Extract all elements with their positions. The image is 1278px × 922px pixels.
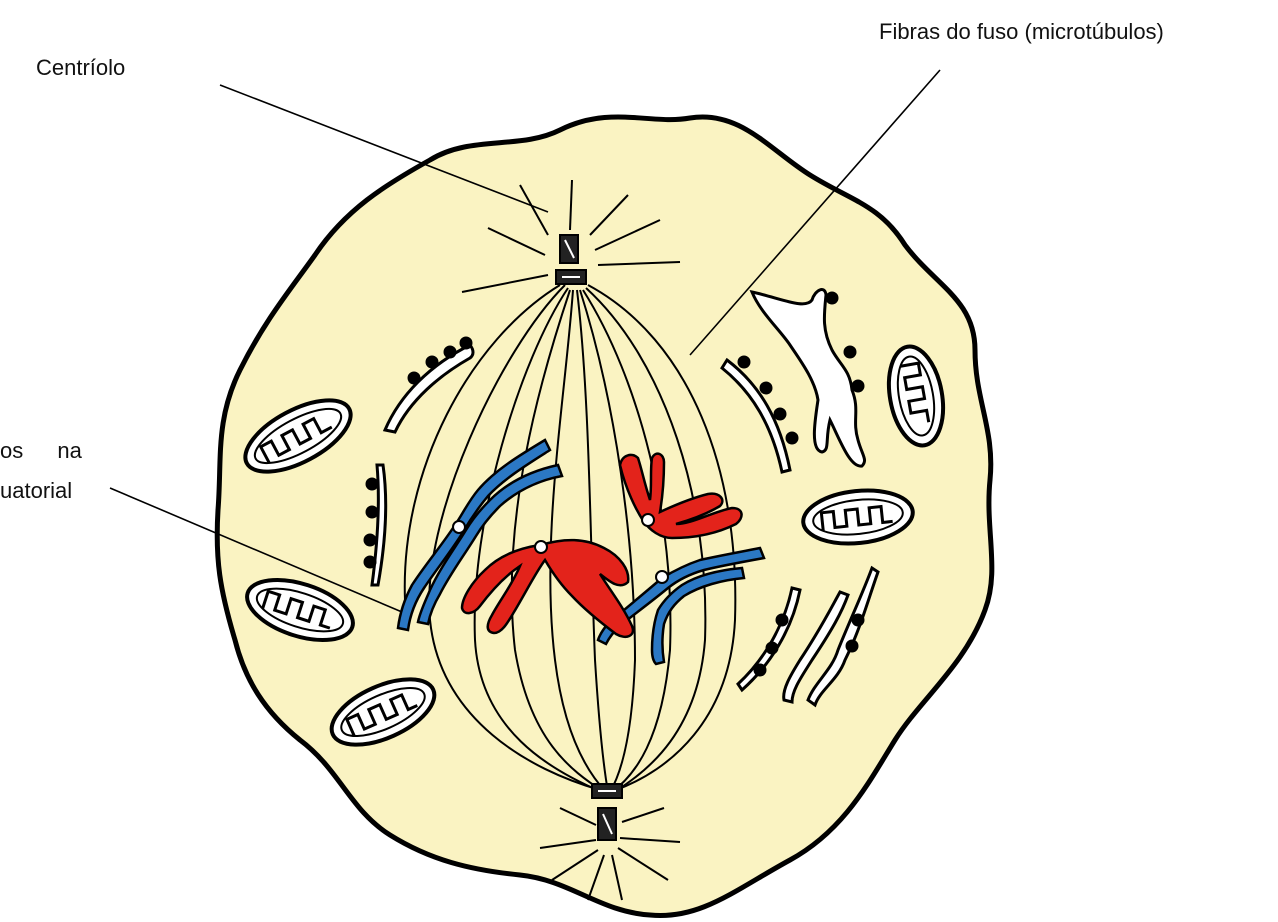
label-chromosomes-line-1: os na: [0, 438, 320, 464]
label-centriole: Centríolo: [36, 55, 125, 81]
label-chromosomes-line-2: uatorial: [0, 478, 320, 504]
label-spindle-fibers: Fibras do fuso (microtúbulos): [879, 19, 1164, 45]
